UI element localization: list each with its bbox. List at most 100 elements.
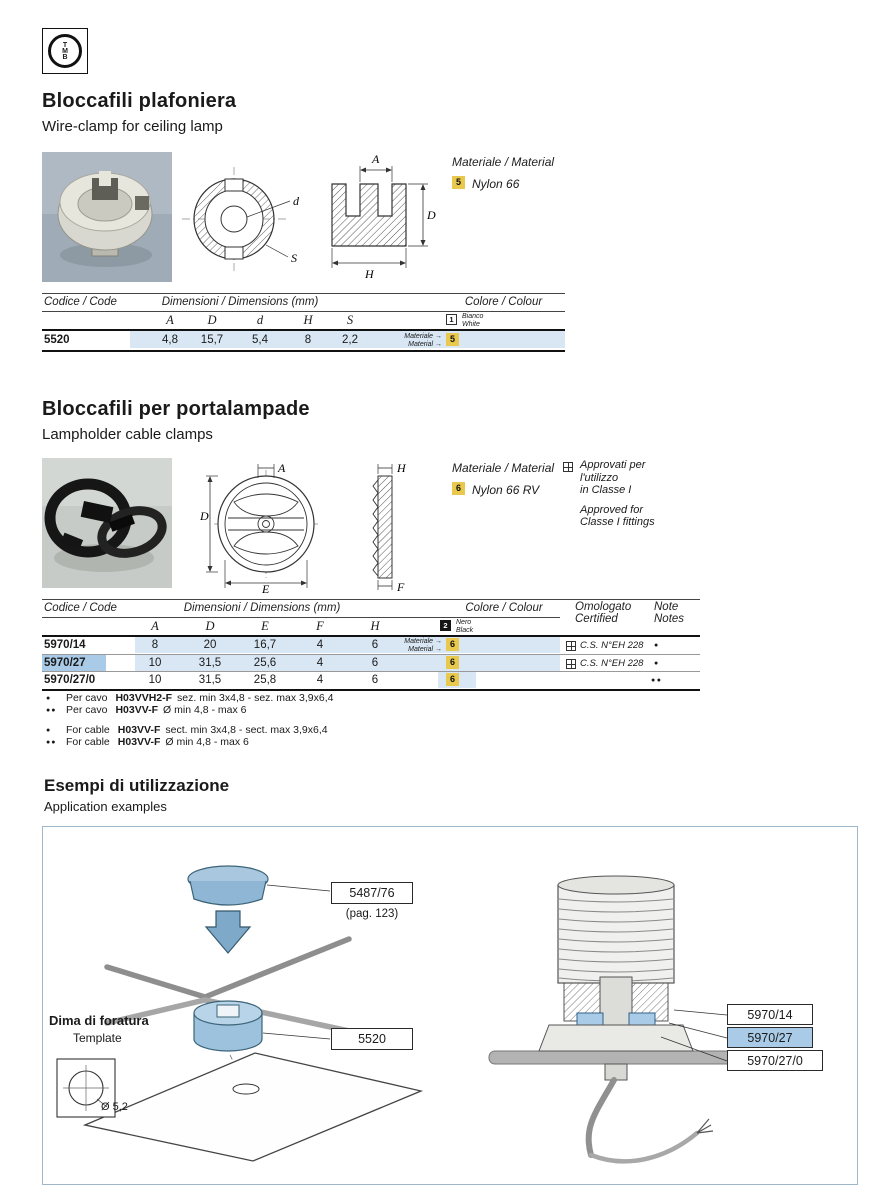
wire-clamp-photo bbox=[42, 152, 172, 282]
notes-column-header-en: Notes bbox=[654, 613, 685, 625]
callout-5970-14: 5970/14 bbox=[727, 1004, 813, 1025]
footnote-marker: ● bbox=[46, 727, 52, 734]
value-D: 31,5 bbox=[198, 657, 222, 669]
wire-clamp-top-view-drawing: d S bbox=[182, 167, 300, 271]
dim-col-A: A bbox=[166, 313, 174, 327]
application-example-right-drawing bbox=[488, 875, 744, 1164]
value-S: 2,2 bbox=[342, 334, 358, 346]
colour-name: Nero Black bbox=[456, 619, 474, 634]
dimensions-column-header: Dimensioni / Dimensions (mm) bbox=[183, 602, 341, 614]
cable-clamp-top-view-drawing: A D E bbox=[200, 461, 318, 594]
dim-col-S: S bbox=[346, 313, 354, 327]
brand-logo: TMB bbox=[42, 28, 88, 74]
value-E: 25,6 bbox=[253, 657, 277, 669]
value-F: 4 bbox=[316, 639, 324, 651]
product-code: 5970/14 bbox=[44, 639, 86, 651]
row-separator bbox=[42, 671, 700, 672]
table-rule bbox=[42, 617, 560, 618]
note-dots: ● bbox=[654, 660, 660, 667]
product-code: 5970/27/0 bbox=[44, 674, 96, 686]
note-dots: ● bbox=[654, 642, 660, 649]
callout-page-ref: (pag. 123) bbox=[345, 908, 399, 920]
section1-subtitle: Wire-clamp for ceiling lamp bbox=[42, 118, 223, 135]
application-example-right: 5970/14 5970/27 5970/27/0 bbox=[431, 826, 858, 1185]
material-pointer-note: Materiale → Material → bbox=[404, 333, 442, 348]
value-A: 8 bbox=[151, 639, 159, 651]
dim-col-D: D bbox=[207, 313, 217, 327]
application-example-left-drawing bbox=[56, 865, 424, 1162]
section3-title: Esempi di utilizzazione bbox=[44, 776, 230, 795]
table-rule-thick bbox=[42, 689, 700, 691]
value-F: 4 bbox=[316, 657, 324, 669]
row-material-badge: 6 bbox=[446, 638, 459, 651]
cable-clamp-side-view-drawing: H F bbox=[372, 461, 407, 594]
dim-col-d: d bbox=[256, 313, 264, 327]
material-value: Nylon 66 bbox=[472, 177, 520, 191]
table-rule bbox=[42, 293, 565, 294]
colour-name: Bianco White bbox=[462, 313, 484, 328]
template-label-it: Dima di foratura bbox=[49, 1013, 149, 1028]
value-A: 10 bbox=[148, 657, 162, 669]
value-H: 6 bbox=[371, 657, 379, 669]
dim-label-E: E bbox=[261, 582, 270, 594]
value-E: 25,8 bbox=[253, 674, 277, 686]
dim-col-D: D bbox=[205, 619, 215, 633]
dimensions-column-header: Dimensioni / Dimensions (mm) bbox=[161, 296, 319, 308]
value-A: 10 bbox=[148, 674, 162, 686]
approval-note: Approvati per l'utilizzo in Classe I App… bbox=[580, 459, 655, 528]
row-material-badge: 6 bbox=[446, 673, 459, 686]
code-highlight bbox=[42, 655, 106, 671]
table-rule-thick bbox=[42, 635, 700, 637]
certification-text: C.S. N°EH 228 bbox=[580, 640, 644, 651]
colour-swatch-black: 2 bbox=[440, 620, 451, 631]
table-rule-thick bbox=[42, 350, 565, 352]
dim-col-E: E bbox=[261, 619, 269, 633]
wire-clamp-section-drawing: A D H bbox=[331, 152, 436, 281]
value-H: 6 bbox=[371, 674, 379, 686]
table-rule bbox=[42, 599, 700, 600]
colour-swatch-white: 1 bbox=[446, 314, 457, 325]
value-F: 4 bbox=[316, 674, 324, 686]
certified-column-header: Omologato bbox=[575, 601, 632, 613]
value-D: 15,7 bbox=[200, 334, 224, 346]
value-H: 6 bbox=[371, 639, 379, 651]
dim-col-A: A bbox=[151, 619, 159, 633]
cable-clamp-photo bbox=[42, 458, 172, 588]
value-E: 16,7 bbox=[253, 639, 277, 651]
dim-col-H: H bbox=[370, 619, 380, 633]
dim-label-H: H bbox=[396, 461, 407, 475]
table-rule bbox=[42, 311, 565, 312]
certification-mark-icon bbox=[566, 641, 576, 651]
callout-5520: 5520 bbox=[331, 1028, 413, 1050]
certification-text: C.S. N°EH 228 bbox=[580, 658, 644, 669]
footnote-marker: ●● bbox=[46, 739, 57, 746]
material-badge: 6 bbox=[452, 482, 465, 495]
material-value: Nylon 66 RV bbox=[472, 483, 540, 497]
dim-label-A: A bbox=[371, 152, 380, 166]
material-badge: 5 bbox=[452, 176, 465, 189]
template-label-en: Template bbox=[73, 1031, 122, 1045]
dim-label-S: S bbox=[291, 251, 297, 265]
notes-column-header: Note bbox=[654, 601, 679, 613]
material-header: Materiale / Material bbox=[452, 461, 555, 475]
dim-col-F: F bbox=[316, 619, 324, 633]
section3-subtitle: Application examples bbox=[44, 799, 167, 814]
value-D: 31,5 bbox=[198, 674, 222, 686]
certified-column-header-en: Certified bbox=[575, 613, 618, 625]
note-dots: ●● bbox=[651, 677, 663, 684]
dim-label-F: F bbox=[396, 580, 405, 594]
callout-5970-27-0: 5970/27/0 bbox=[727, 1050, 823, 1071]
section2-title: Bloccafili per portalampade bbox=[42, 398, 310, 420]
dim-label-D: D bbox=[426, 208, 436, 222]
footnote-marker: ● bbox=[46, 695, 52, 702]
brand-logo-text: TMB bbox=[61, 42, 69, 60]
wire-clamp-table: Codice / Code Dimensioni / Dimensions (m… bbox=[42, 293, 565, 353]
section2-subtitle: Lampholder cable clamps bbox=[42, 426, 213, 443]
callout-5970-27: 5970/27 bbox=[727, 1027, 813, 1048]
colour-column-header: Colore / Colour bbox=[464, 296, 543, 308]
application-example-left: 5487/76 (pag. 123) Dima di foratura Temp… bbox=[42, 826, 432, 1185]
footnote-marker: ●● bbox=[46, 707, 57, 714]
